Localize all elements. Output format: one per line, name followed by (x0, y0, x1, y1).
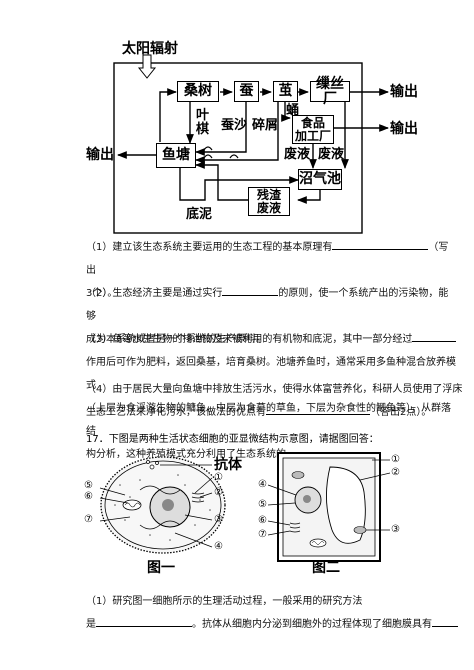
residue-line2: 废液 (256, 200, 281, 215)
residue-box: 残渣 废液 (248, 187, 290, 216)
output-label-left: 输出 (86, 147, 114, 163)
answer-blank-q4[interactable] (266, 403, 370, 415)
food-factory-box: 食品 加工厂 (292, 115, 334, 144)
silkworm-box: 蚕 (234, 81, 259, 102)
fig2-num-5: ⑤ (258, 499, 267, 510)
food-factory-line1: 食品 (300, 115, 325, 130)
silk-factory-box: 缫丝厂 (310, 76, 350, 106)
sub-question-1-line-2: 是。抗体从细胞内分泌到细胞外的过程体现了细胞膜具有 (86, 613, 466, 636)
cocoon-box: 茧 (273, 81, 298, 102)
fig1-num-3: ③ (214, 514, 223, 525)
figure-2-plant-cell (267, 452, 391, 562)
answer-blank-q1[interactable] (332, 238, 429, 250)
leaf-label: 叶 (196, 108, 210, 123)
fig1-num-7: ⑦ (84, 514, 93, 525)
fig1-num-5: ⑤ (84, 480, 93, 491)
figure-1-animal-cell (99, 456, 226, 554)
food-factory-line2: 加工厂 (294, 128, 331, 143)
fish-pond-box: 鱼塘 (156, 143, 196, 168)
waste-label-2: 废液 (318, 147, 345, 162)
cell-figures (99, 452, 391, 562)
figure-2-caption: 图二 (312, 560, 340, 576)
answer-blank-s1a[interactable] (96, 615, 192, 627)
stalk-label: 棋 (196, 122, 210, 137)
flow-lines (113, 54, 389, 234)
fig2-num-6: ⑥ (258, 515, 267, 526)
fish-pond-label: 鱼塘 (162, 147, 190, 163)
question-1: （1）建立该生态系统主要运用的生态工程的基本原理有（写出 3个）。 (86, 236, 458, 305)
fig2-num-3: ③ (391, 524, 400, 535)
silkworm-sand-label: 蚕沙 (221, 118, 248, 133)
fig2-num-7: ⑦ (258, 529, 267, 540)
output-label-top: 输出 (390, 84, 418, 100)
fig1-num-4: ④ (214, 541, 223, 552)
figure-1-caption: 图一 (147, 560, 175, 576)
fig2-num-1: ① (391, 454, 400, 465)
antibody-label: 抗体 (214, 457, 242, 473)
biogas-box: 沼气池 (298, 169, 342, 190)
sediment-label: 底泥 (186, 207, 213, 222)
residue-line1: 残渣 (256, 187, 281, 202)
waste-label-1: 废液 (284, 147, 311, 162)
pupa-label: 蛹 (286, 103, 300, 118)
question-4-line-2: 生态工艺法来净化污水，该做法的优点有（答出2点）。 (86, 401, 431, 424)
fig1-num-2: ② (214, 487, 223, 498)
fig2-num-2: ② (391, 467, 400, 478)
fig1-num-1: ① (214, 472, 223, 483)
sub-question-1: （1）研究图一细胞所示的生理活动过程，一般采用的研究方法 是。抗体从细胞内分泌到… (86, 590, 466, 636)
mulberry-box: 桑树 (177, 81, 219, 102)
output-label-mid: 输出 (390, 121, 418, 137)
fig1-num-6: ⑥ (84, 491, 93, 502)
answer-blank-q2[interactable] (222, 284, 279, 296)
question-17: 17．下图是两种生活状态细胞的亚显微结构示意图，请据图回答： (86, 434, 379, 445)
broken-pieces-label: 碎屑 (252, 118, 279, 133)
question-4-line-1: （4）由于居民大量向鱼塘中排放生活污水，使得水体富营养化，科研人员使用了浮床 (86, 384, 463, 395)
answer-blank-s1b[interactable] (432, 615, 458, 627)
question-2: （2）生态经济主要是通过实行的原则，使一个系统产出的污染物，能够 成为本系统或者… (86, 282, 458, 351)
sun-radiation-label: 太阳辐射 (122, 41, 178, 57)
fig2-num-4: ④ (258, 479, 267, 490)
answer-blank-q3a[interactable] (412, 330, 457, 342)
sub-question-1-line-1: （1）研究图一细胞所示的生理活动过程，一般采用的研究方法 (86, 596, 363, 607)
